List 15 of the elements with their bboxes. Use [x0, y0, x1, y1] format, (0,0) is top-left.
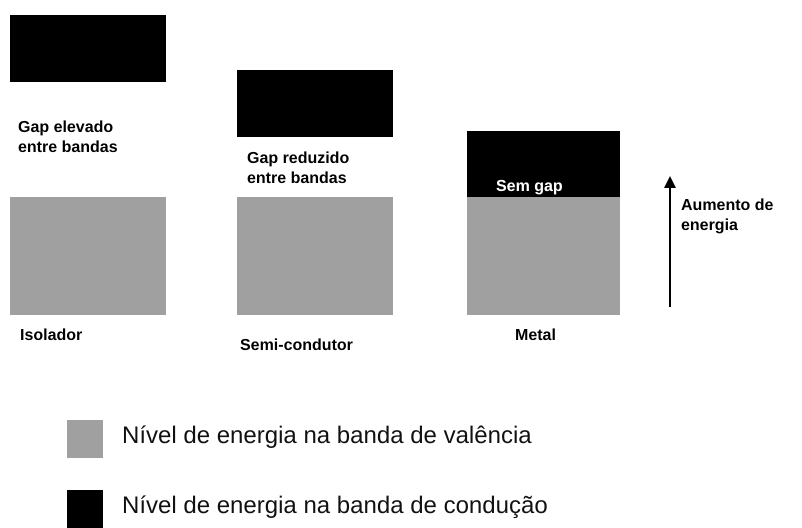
band-label: Gap elevado entre bandas [18, 118, 119, 158]
band-label: Gap reduzido entre bandas [247, 149, 350, 189]
legend-text: Nível de energia na banda de condução [122, 492, 548, 520]
band-label: Metal [515, 326, 556, 346]
valence-band [237, 197, 393, 315]
band-label: Isolador [20, 326, 82, 346]
conduction-band [237, 70, 393, 137]
legend-text: Nível de energia na banda de valência [122, 422, 532, 450]
conduction-band [467, 131, 620, 197]
band-label: Aumento de energia [681, 196, 774, 236]
conduction-band [10, 15, 166, 82]
valence-band [467, 197, 620, 315]
band-label: Semi-condutor [240, 336, 353, 356]
band-label: Sem gap [496, 177, 563, 197]
valence-band [10, 197, 166, 315]
